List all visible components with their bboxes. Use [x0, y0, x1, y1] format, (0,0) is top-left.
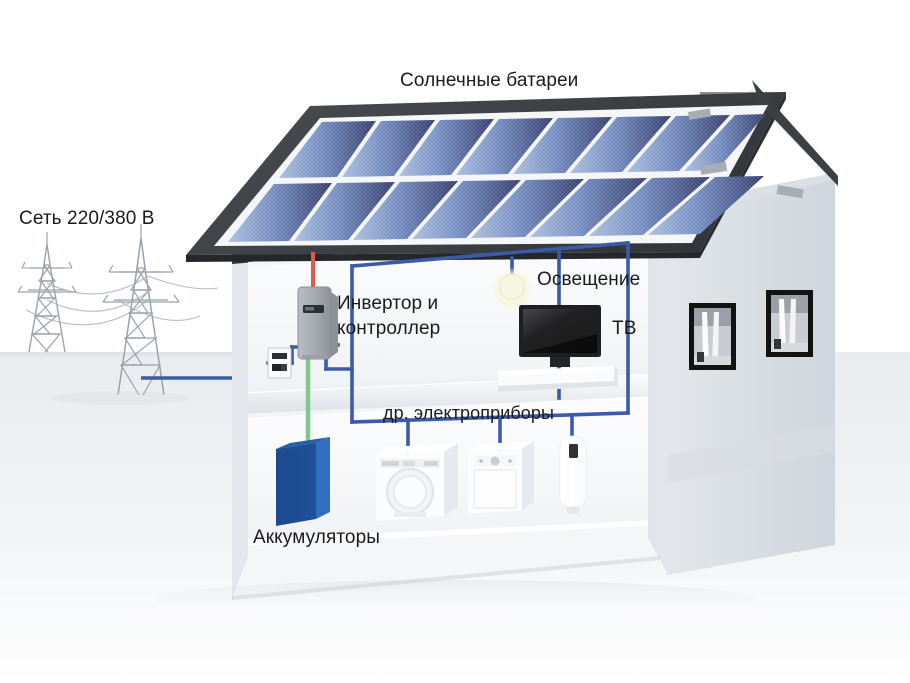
solar-panel-row-top [279, 114, 766, 178]
label-lighting: Освещение [537, 269, 641, 290]
side-wall-band [668, 424, 835, 483]
house-shadow [155, 580, 755, 620]
tower-right [102, 224, 180, 396]
label-batteries: Аккумуляторы [253, 527, 381, 548]
transmission-towers [17, 224, 219, 396]
label-grid: Сеть 220/380 В [19, 208, 155, 229]
upper-room-backwall [248, 226, 648, 412]
roof-right-slope [752, 80, 838, 186]
water-heater-boiler [559, 435, 587, 514]
washing-machine [376, 443, 458, 521]
dishwasher [468, 441, 534, 514]
label-tv: ТВ [612, 318, 637, 339]
label-solar-panels: Солнечные батареи [400, 70, 579, 91]
ceiling-lamp [490, 267, 534, 311]
television [519, 305, 601, 367]
roof-brackets [688, 108, 804, 199]
gable-windows [689, 290, 813, 370]
label-appliances: др. электроприборы [383, 403, 555, 423]
window-right [766, 290, 813, 357]
right-return-wall [648, 210, 660, 560]
label-inverter-line2: контроллер [337, 318, 441, 339]
electric-meter [267, 347, 292, 379]
window-left [689, 303, 736, 370]
battery-bank [276, 437, 330, 526]
inverter-controller [297, 286, 338, 360]
tower-left [17, 232, 77, 353]
media-console [498, 366, 618, 392]
solar-panel-row-bottom [228, 176, 764, 242]
roof-with-solar-array [186, 80, 838, 262]
label-inverter-controller: Инвертор и контроллер [337, 291, 467, 341]
label-inverter-line1: Инвертор и [337, 293, 439, 314]
left-return-wall [232, 248, 248, 600]
